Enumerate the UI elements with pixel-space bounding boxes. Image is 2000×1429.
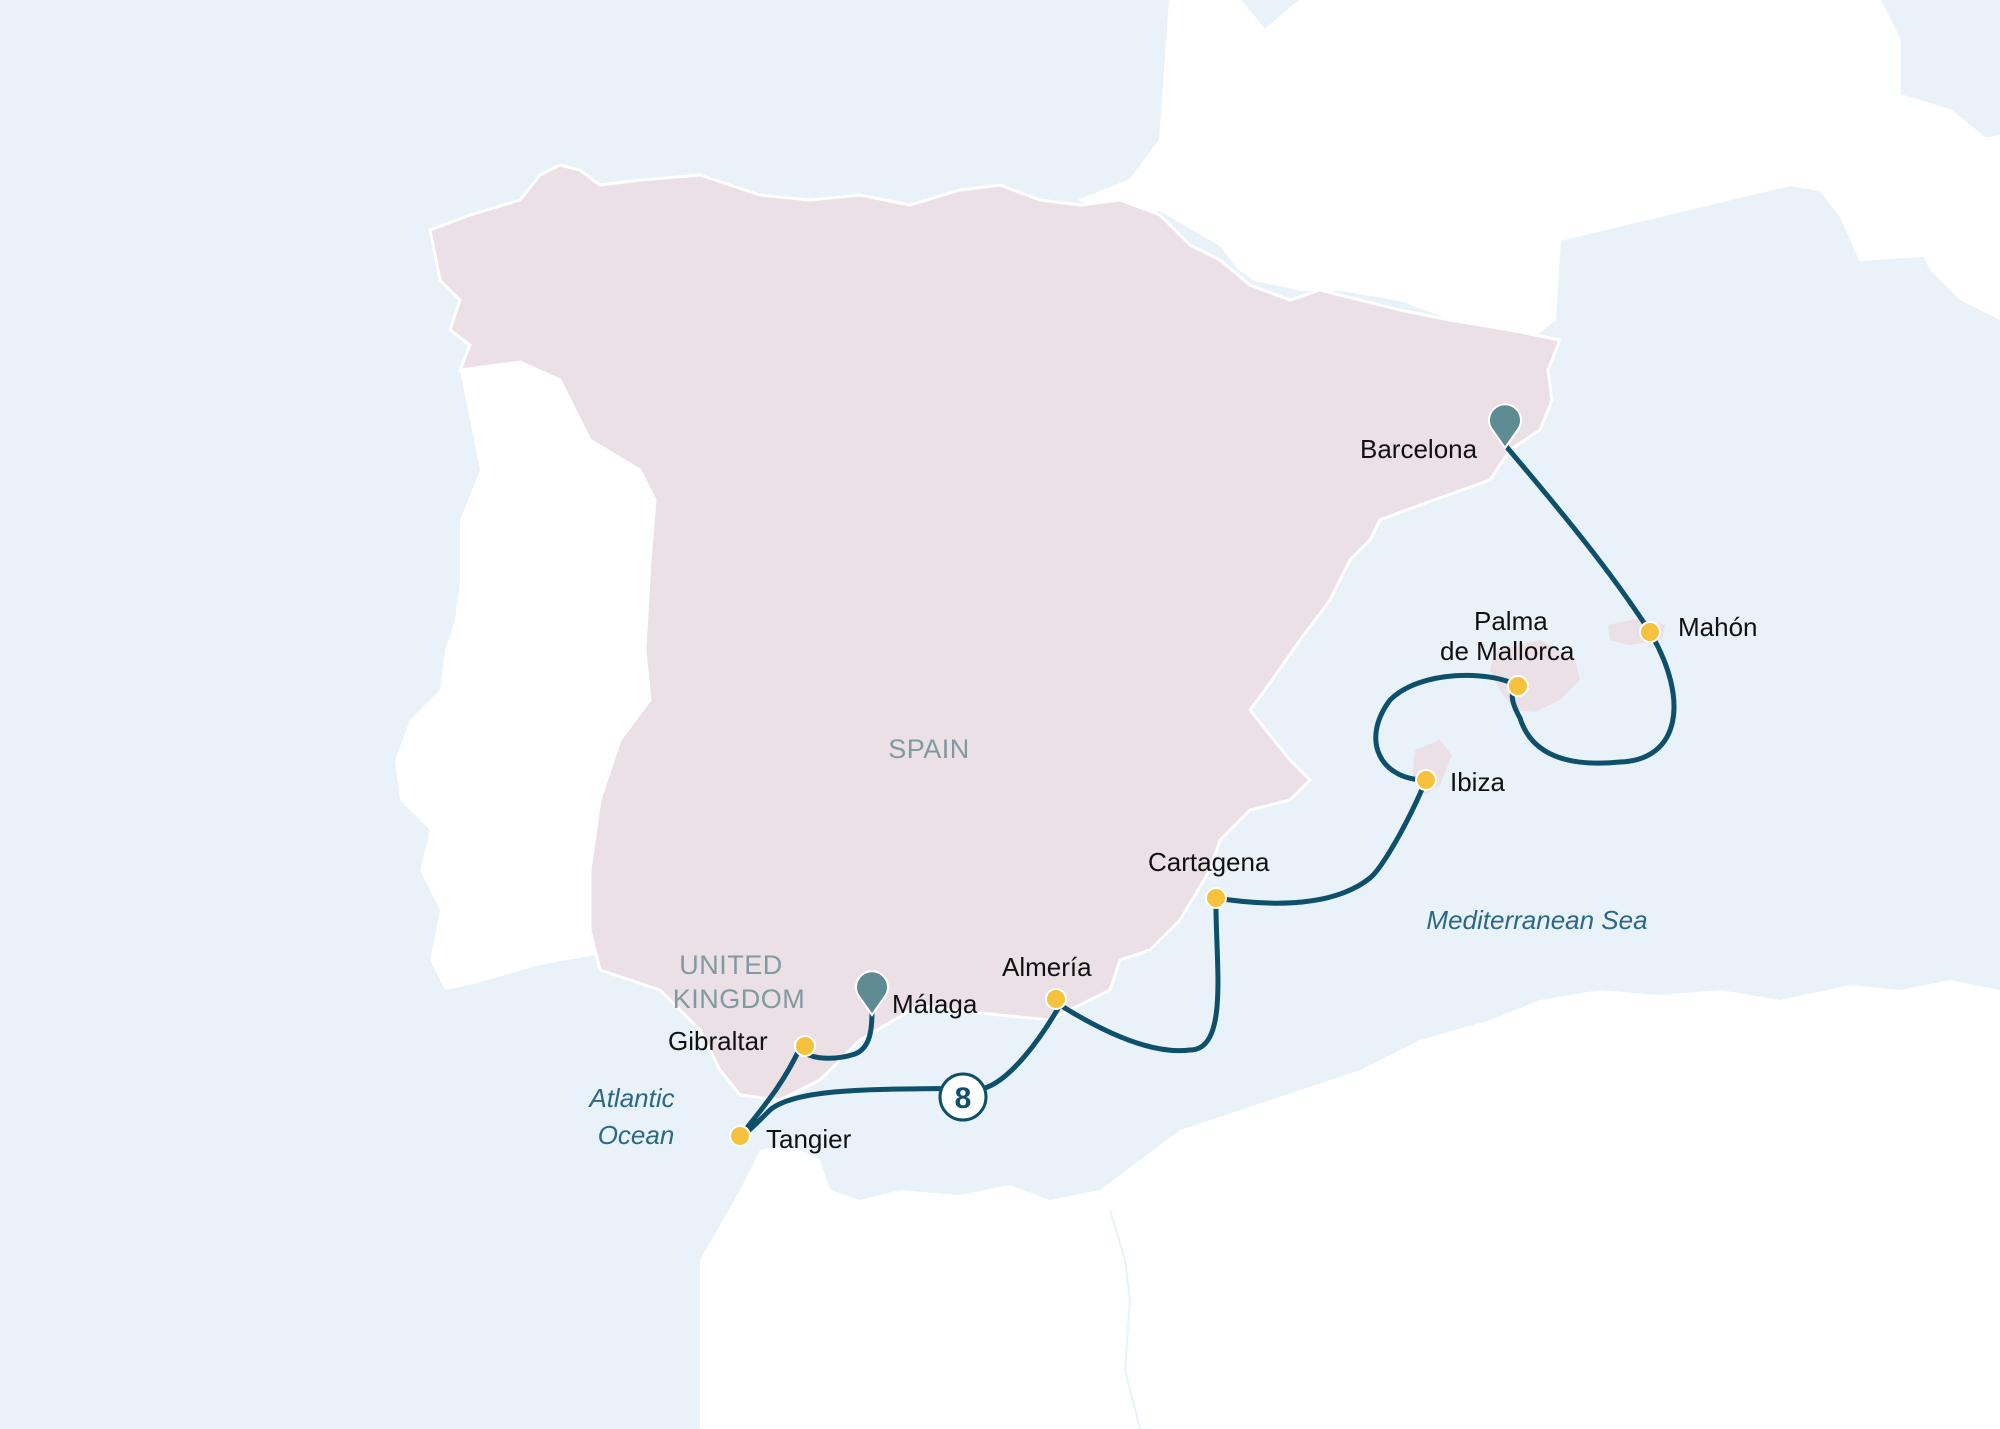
gibraltar-label: Gibraltar xyxy=(668,1026,768,1056)
ibiza-label: Ibiza xyxy=(1450,767,1505,797)
palma-port-dot[interactable] xyxy=(1507,675,1529,697)
atlantic-label-line1: Atlantic xyxy=(587,1083,674,1113)
almeria-port-dot[interactable] xyxy=(1045,988,1067,1010)
italy-land xyxy=(1900,135,2000,320)
africa-border-line xyxy=(1109,1209,1141,1429)
uk-label-line2: KINGDOM xyxy=(673,984,806,1014)
ibiza-port-dot[interactable] xyxy=(1415,769,1437,791)
mediterranean-sea-label: Mediterranean Sea xyxy=(1426,905,1647,935)
palma-label-line2: de Mallorca xyxy=(1440,636,1575,666)
tangier-label: Tangier xyxy=(766,1124,852,1154)
tangier-port-dot[interactable] xyxy=(729,1125,751,1147)
spain-label: SPAIN xyxy=(888,734,970,764)
atlantic-label-line2: Ocean xyxy=(598,1120,675,1150)
malaga-label: Málaga xyxy=(892,989,978,1019)
cartagena-label: Cartagena xyxy=(1148,847,1270,877)
route-number-badge: 8 xyxy=(938,1072,988,1122)
malaga-pin-icon[interactable] xyxy=(855,970,889,1017)
spain-land xyxy=(428,163,1563,1102)
cartagena-port-dot[interactable] xyxy=(1205,887,1227,909)
barcelona-label: Barcelona xyxy=(1360,434,1478,464)
mahon-label: Mahón xyxy=(1678,612,1758,642)
palma-label-line1: Palma xyxy=(1474,606,1548,636)
france-land xyxy=(1076,0,2000,337)
route-number-text: 8 xyxy=(955,1082,972,1115)
barcelona-pin-icon[interactable] xyxy=(1488,403,1522,450)
portugal-land xyxy=(395,362,655,990)
mahon-port-dot[interactable] xyxy=(1639,621,1661,643)
uk-label-line1: UNITED xyxy=(679,950,783,980)
gibraltar-port-dot[interactable] xyxy=(794,1035,816,1057)
north-africa-land xyxy=(700,980,2000,1429)
almeria-label: Almería xyxy=(1002,952,1092,982)
